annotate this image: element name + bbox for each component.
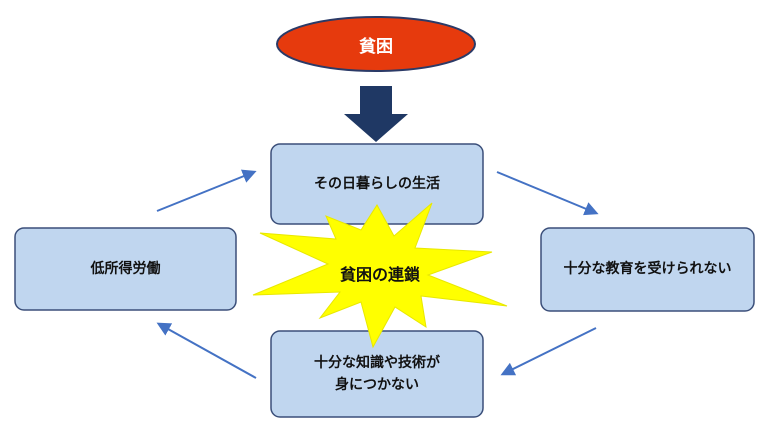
cycle-arrow-bottom-to-left-icon [156,322,257,379]
box-left-label: 低所得労働 [90,260,161,277]
box-bottom-label: 十分な知識や技術が 身につかない [271,331,483,417]
box-bottom-line1: 十分な知識や技術が [314,354,440,371]
box-top-label: その日暮らしの生活 [314,175,440,192]
center-burst-label: 貧困の連鎖 [339,265,420,284]
title-ellipse [276,16,476,72]
starburst-icon [252,202,508,349]
box-left [14,227,237,311]
title-label: 貧困 [359,36,393,57]
box-right [540,227,755,312]
cycle-arrow-left-to-top-icon [156,169,257,212]
down-arrow-icon [344,86,408,142]
cycle-arrow-top-to-right-icon [496,171,599,216]
cycle-arrow-right-to-bottom-icon [500,327,597,376]
box-bottom-line2: 身につかない [335,377,419,393]
box-right-label: 十分な教育を受けられない [563,261,732,278]
